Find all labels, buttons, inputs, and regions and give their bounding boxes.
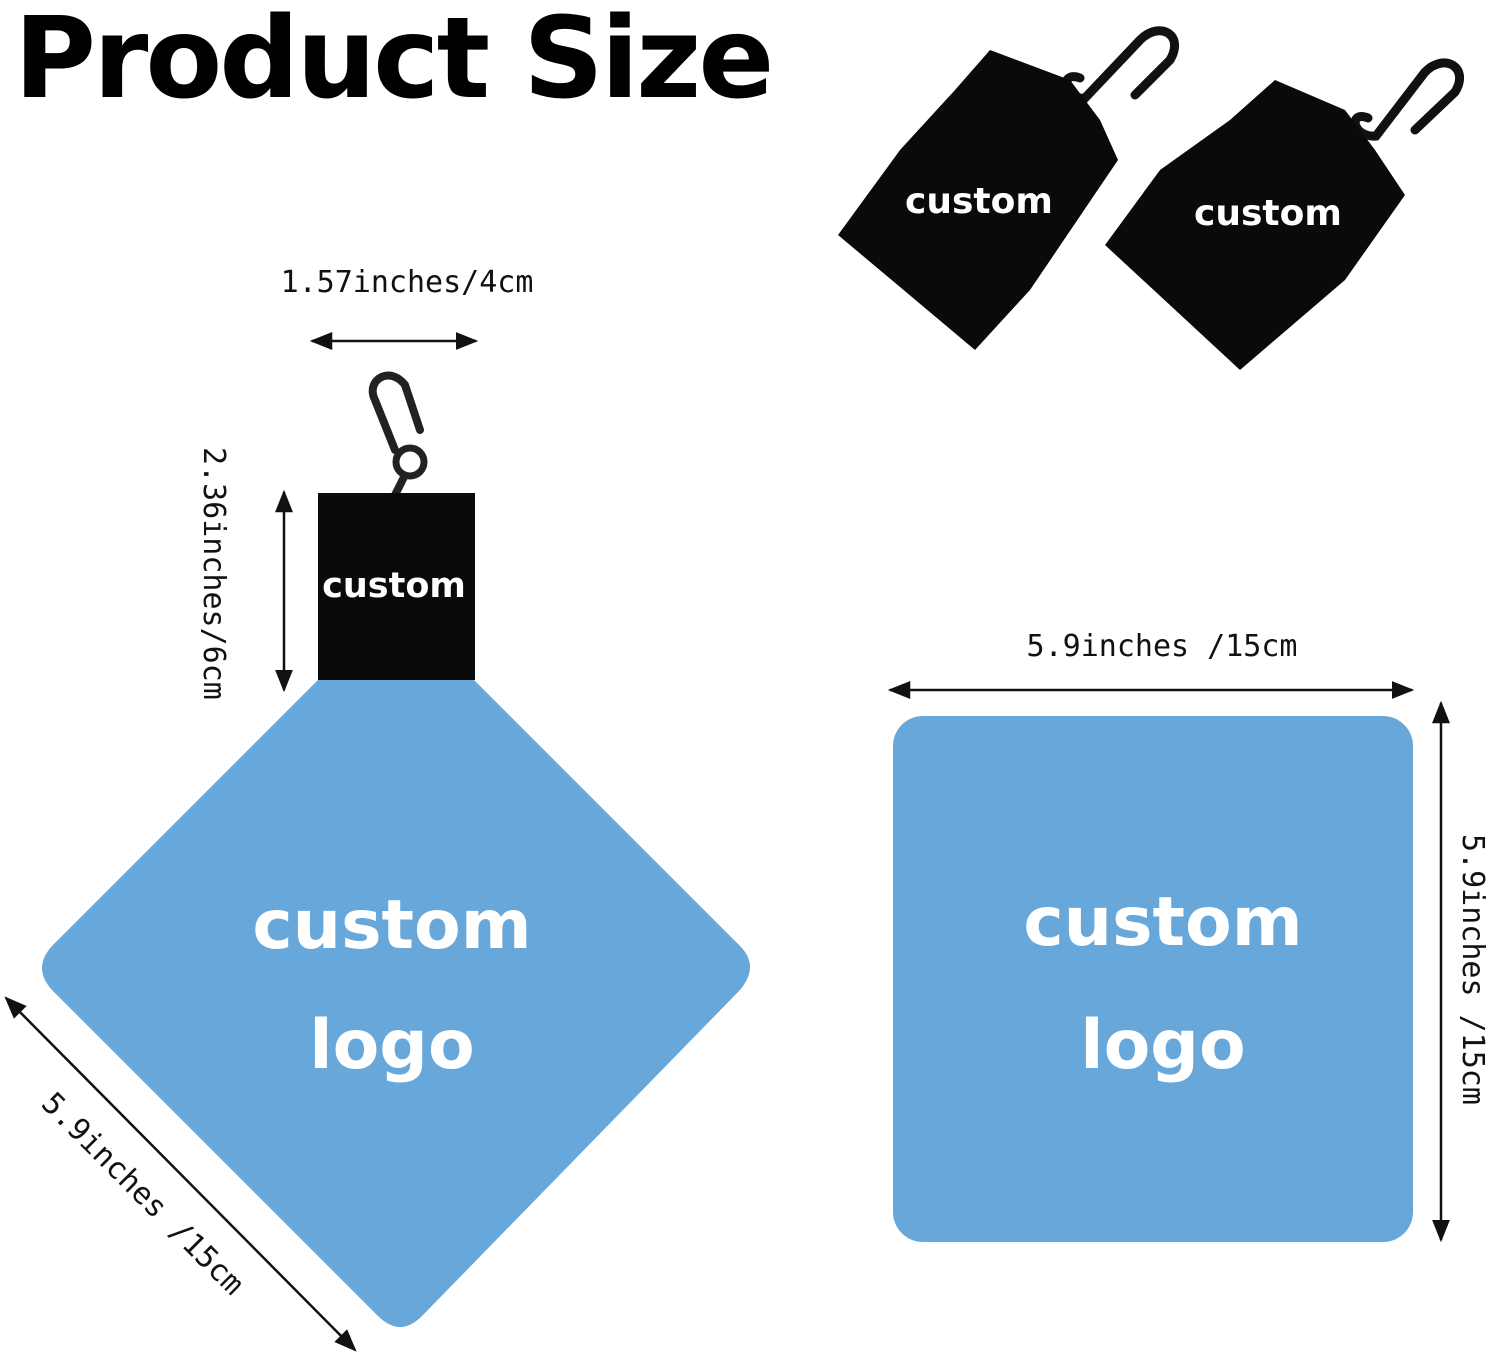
pouch-left-label: custom: [905, 181, 1053, 222]
cloth-side-arrow: [4, 996, 357, 1352]
flat-height-label: 5.9inches /15cm: [1455, 834, 1490, 1105]
square-cloth: [893, 716, 1413, 1242]
square-cloth-line1: custom: [1023, 883, 1302, 962]
small-pouch: [318, 493, 475, 680]
hanging-cloth-product: custom custom logo 1.57inches/4cm 2.36in…: [4, 265, 750, 1352]
diamond-cloth-line2: logo: [309, 1006, 474, 1085]
pouch-clip-icon: [1350, 58, 1465, 141]
small-pouch-label: custom: [322, 566, 466, 606]
page-title: Product Size: [14, 0, 774, 124]
pouch-width-label: 1.57inches/4cm: [281, 265, 534, 300]
flat-width-label: 5.9inches /15cm: [1027, 629, 1298, 664]
folded-pouch-left: custom: [838, 26, 1180, 350]
pouch-height-label: 2.36inches/6cm: [196, 447, 231, 700]
pouch-right-label: custom: [1194, 193, 1342, 234]
diamond-cloth: [42, 680, 750, 1327]
square-cloth-line2: logo: [1080, 1006, 1245, 1085]
carabiner-clip-icon: [368, 371, 428, 497]
diamond-cloth-line1: custom: [252, 886, 531, 965]
pouch-clip-icon: [1061, 26, 1180, 103]
folded-pouch-right: custom: [1105, 58, 1465, 370]
flat-cloth-product: custom logo 5.9inches /15cm 5.9inches /1…: [887, 629, 1490, 1243]
